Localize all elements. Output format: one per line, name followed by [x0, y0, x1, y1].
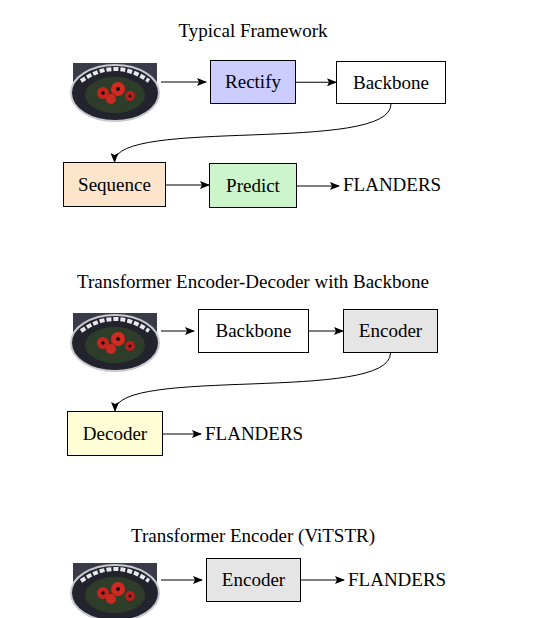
flow-arrow — [297, 186, 339, 187]
section-heading: Transformer Encoder-Decoder with Backbon… — [0, 271, 506, 293]
box-label: Backbone — [216, 320, 292, 342]
flow-arrow — [161, 580, 202, 581]
box-label: Rectify — [225, 71, 281, 93]
flow-arrow — [161, 82, 206, 83]
process-box: Sequence — [63, 162, 166, 207]
process-box: Rectify — [210, 60, 296, 104]
flow-arrow — [163, 434, 201, 435]
flow-arrow — [301, 580, 344, 581]
input-image — [71, 313, 159, 371]
input-image — [71, 63, 159, 121]
input-image — [71, 563, 159, 618]
process-box: Predict — [209, 163, 297, 208]
flow-connector — [296, 82, 336, 83]
flow-arrow — [161, 331, 194, 332]
output-text: FLANDERS — [205, 423, 303, 445]
process-box: Backbone — [198, 309, 309, 353]
flow-connector — [115, 104, 392, 162]
output-text: FLANDERS — [343, 174, 441, 196]
process-box: Backbone — [336, 61, 446, 104]
box-label: Predict — [226, 175, 280, 197]
flow-connector — [309, 331, 343, 332]
section-heading: Typical Framework — [0, 20, 506, 42]
process-box: Decoder — [67, 411, 163, 456]
flow-connector — [115, 353, 391, 411]
box-label: Encoder — [222, 569, 285, 591]
box-label: Backbone — [353, 72, 429, 94]
section-heading: Transformer Encoder (ViTSTR) — [0, 525, 506, 547]
process-box: Encoder — [343, 309, 438, 353]
box-label: Sequence — [78, 174, 151, 196]
output-text: FLANDERS — [348, 569, 446, 591]
flow-connector — [166, 185, 209, 186]
box-label: Encoder — [359, 320, 422, 342]
process-box: Encoder — [206, 558, 301, 602]
box-label: Decoder — [83, 423, 147, 445]
